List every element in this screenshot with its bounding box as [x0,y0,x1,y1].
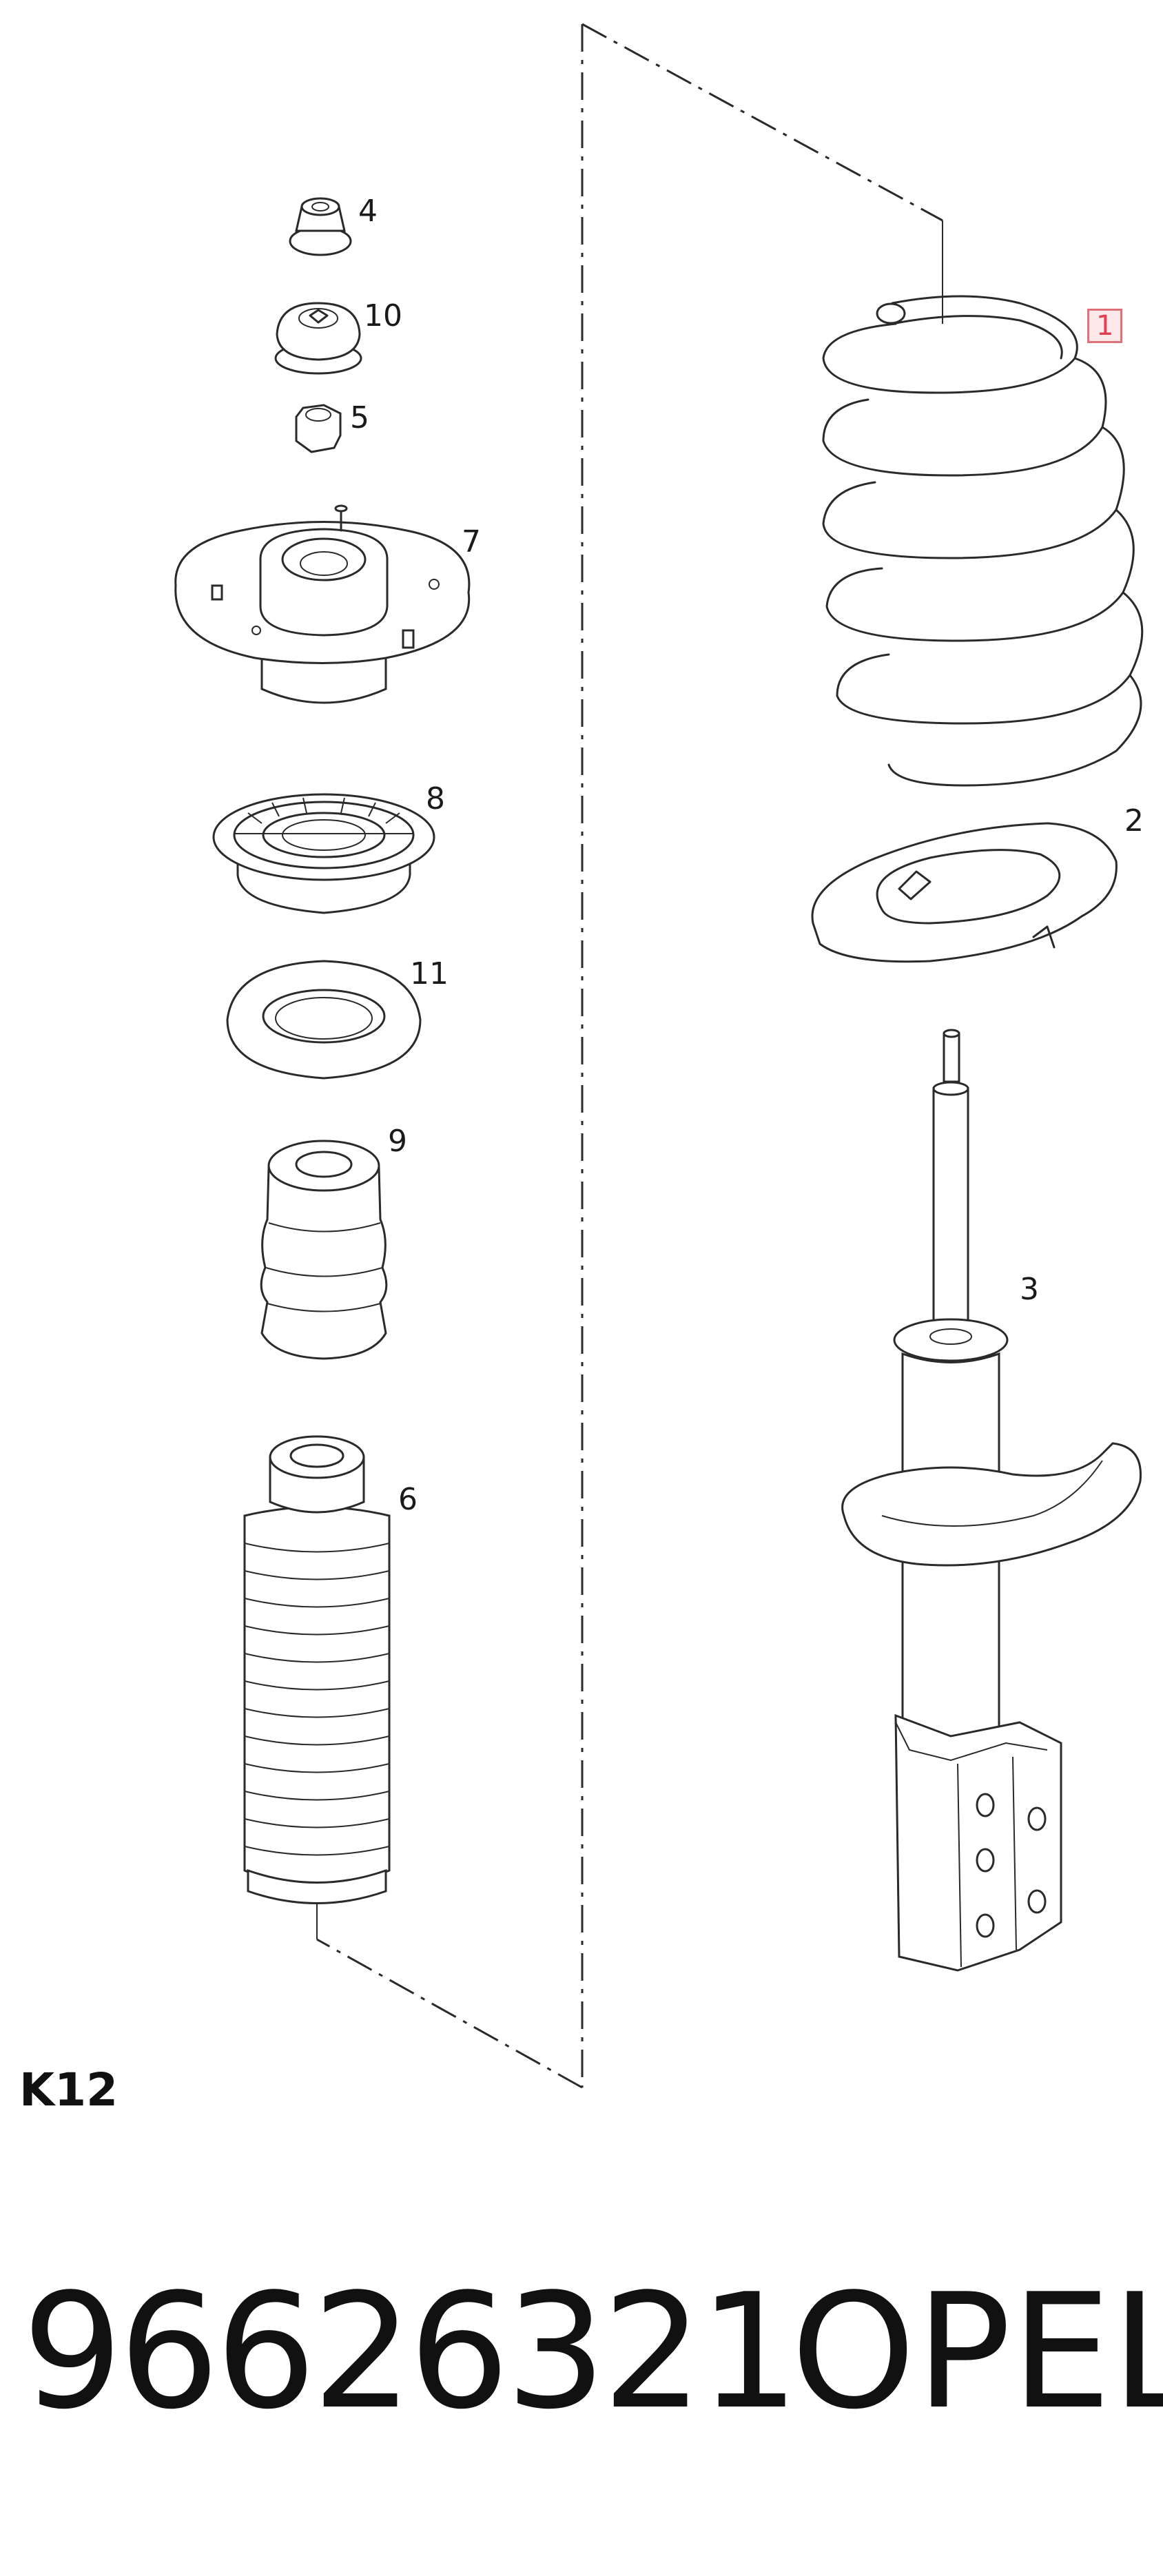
callout-6: 6 [398,1482,418,1517]
part-3-strut [841,1029,1142,1972]
part-9-bump-stop [260,1140,388,1360]
callout-5: 5 [350,400,369,435]
part-11-washer [226,960,422,1080]
section-code: K12 [19,2063,118,2116]
part-1-coil-spring [822,295,1144,787]
callout-7: 7 [462,524,481,559]
part-10-cap [274,302,362,375]
callout-9: 9 [388,1124,407,1159]
part-6-dust-boot [243,1435,391,1904]
part-4-flange-nut [289,197,352,256]
part-7-strut-mount [174,504,471,704]
brand-name: OPEL [791,2260,1163,2444]
callout-3: 3 [1020,1272,1039,1307]
callout-10: 10 [364,298,402,333]
part-8-bearing [212,793,435,914]
part-5-nut [295,404,342,453]
callout-8: 8 [426,781,445,816]
callout-1[interactable]: 1 [1087,309,1123,343]
callout-11: 11 [410,956,449,991]
callout-4: 4 [358,194,378,229]
part-number: 96626321 [22,2260,800,2444]
part-2-spring-seat [811,822,1118,963]
callout-2: 2 [1124,803,1144,838]
